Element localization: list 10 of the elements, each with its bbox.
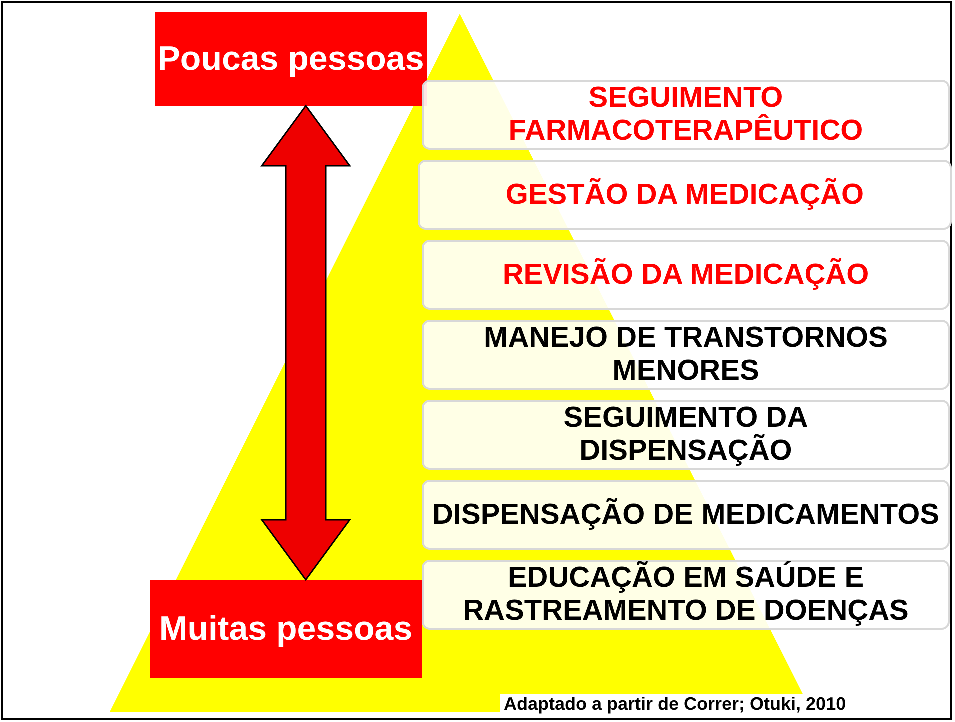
level-box: SEGUIMENTO FARMACOTERAPÊUTICO	[422, 80, 950, 150]
group-label: Muitas pessoas	[150, 580, 422, 678]
double-arrow	[260, 104, 352, 582]
group-label: Poucas pessoas	[155, 12, 427, 106]
level-box: EDUCAÇÃO EM SAÚDE E RASTREAMENTO DE DOENÇAS	[422, 560, 950, 630]
level-box: GESTÃO DA MEDICAÇÃO	[418, 160, 952, 230]
level-box: DISPENSAÇÃO DE MEDICAMENTOS	[422, 480, 950, 550]
level-box: REVISÃO DA MEDICAÇÃO	[422, 240, 950, 310]
level-box: MANEJO DE TRANSTORNOS MENORES	[422, 320, 950, 390]
level-box: SEGUIMENTO DA DISPENSAÇÃO	[422, 400, 950, 470]
